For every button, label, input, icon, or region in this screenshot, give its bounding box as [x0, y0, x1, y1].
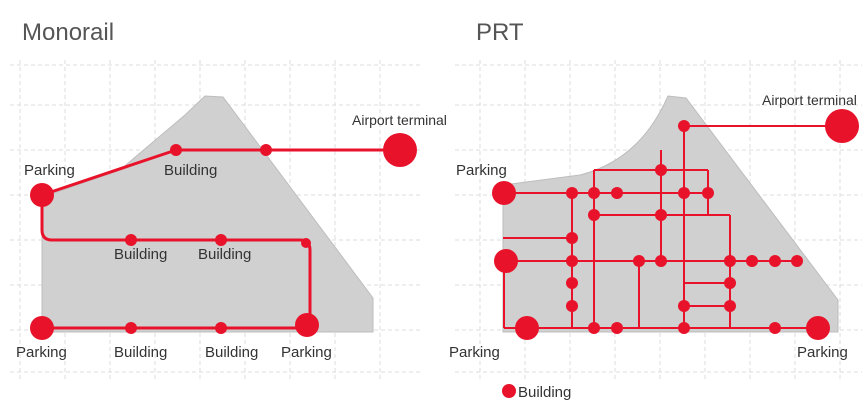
prt-building-station: [655, 255, 667, 267]
monorail-building-label: Building: [205, 344, 258, 361]
prt-building-station: [724, 255, 736, 267]
prt-building-station: [566, 255, 578, 267]
prt-building-station: [678, 120, 690, 132]
monorail-parking-station: [30, 183, 54, 207]
prt-parking-station: [492, 181, 516, 205]
monorail-building-label: Building: [114, 246, 167, 263]
monorail-parking-label: Parking: [281, 344, 332, 361]
monorail-building-station: [301, 238, 311, 248]
prt-airport-terminal-station: [825, 109, 859, 143]
monorail-parking-station: [30, 316, 54, 340]
monorail-airport-terminal-label: Airport terminal: [352, 112, 447, 128]
monorail-airport-terminal-station: [383, 133, 417, 167]
prt-building-station: [566, 277, 578, 289]
monorail-site-area: [41, 95, 374, 333]
prt-parking-label: Parking: [456, 162, 507, 179]
legend: Building: [502, 384, 571, 401]
prt-parking-station: [806, 316, 830, 340]
monorail-building-station: [125, 322, 137, 334]
prt-building-station: [566, 232, 578, 244]
monorail-parking-label: Parking: [24, 162, 75, 179]
prt-parking-station: [494, 249, 518, 273]
prt-building-station: [769, 255, 781, 267]
monorail-building-station: [215, 322, 227, 334]
monorail-parking-station: [295, 313, 319, 337]
prt-building-station: [678, 322, 690, 334]
prt-building-station: [678, 187, 690, 199]
prt-building-station: [746, 255, 758, 267]
prt-building-station: [655, 209, 667, 221]
monorail-building-station: [260, 144, 272, 156]
monorail-building-station: [215, 234, 227, 246]
prt-building-station: [566, 187, 578, 199]
prt-airport-terminal-label: Airport terminal: [762, 92, 857, 108]
prt-title: PRT: [476, 19, 524, 46]
prt-building-station: [611, 187, 623, 199]
prt-parking-label: Parking: [797, 344, 848, 361]
monorail-building-label: Building: [114, 344, 167, 361]
prt-building-station: [769, 322, 781, 334]
prt-parking-station: [515, 316, 539, 340]
prt-parking-label: Parking: [449, 344, 500, 361]
prt-building-station: [678, 300, 690, 312]
prt-building-station: [702, 187, 714, 199]
monorail-building-station: [170, 144, 182, 156]
legend-building-label: Building: [518, 384, 571, 401]
monorail-parking-label: Parking: [16, 344, 67, 361]
monorail-panel: Monorail Airport terminal Parking Buildi…: [10, 19, 447, 380]
monorail-title: Monorail: [22, 19, 114, 46]
prt-building-station: [655, 164, 667, 176]
prt-building-station: [791, 255, 803, 267]
prt-building-station: [724, 300, 736, 312]
prt-building-station: [633, 255, 645, 267]
monorail-building-label: Building: [198, 246, 251, 263]
monorail-building-station: [125, 234, 137, 246]
monorail-building-label: Building: [164, 162, 217, 179]
prt-building-station: [588, 322, 600, 334]
prt-building-station: [611, 322, 623, 334]
prt-panel: PRT: [449, 19, 862, 380]
prt-building-station: [588, 209, 600, 221]
prt-building-station: [566, 300, 578, 312]
prt-building-station: [588, 187, 600, 199]
prt-building-station: [724, 277, 736, 289]
legend-building-marker: [502, 384, 516, 398]
